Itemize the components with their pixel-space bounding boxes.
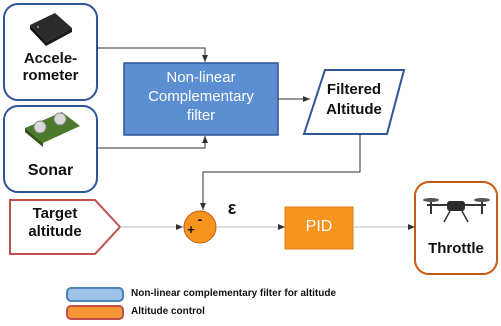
- sonar-label: Sonar: [27, 162, 74, 179]
- pid-node: [284, 206, 354, 250]
- sonar-board-icon: [25, 112, 80, 147]
- sonar-to-filter-arrow: [97, 136, 208, 149]
- accelerometer-chip-icon: [30, 13, 72, 46]
- feedback-arrow: [200, 134, 361, 210]
- accelerometer-node: [3, 3, 98, 101]
- throttle-label: Throttle: [428, 240, 484, 257]
- sonar-node: [3, 105, 98, 193]
- target-altitude-label: Target altitude: [28, 205, 82, 240]
- drone-icon: [423, 198, 490, 223]
- legend-label-altitude: Altitude control: [131, 306, 205, 317]
- accel-to-filter-arrow: [97, 47, 208, 62]
- filtered-altitude-node: [302, 69, 406, 135]
- sum-minus-sign: -: [197, 211, 203, 227]
- complementary-filter-label: Non-linear Complementary filter: [148, 69, 254, 124]
- complementary-filter-node: [123, 62, 279, 136]
- accelerometer-label: Accele- rometer: [22, 50, 79, 85]
- legend-label-filter: Non-linear complementary filter for alti…: [131, 288, 337, 299]
- sum-plus-sign: +: [187, 222, 195, 237]
- throttle-node: [414, 181, 498, 275]
- error-symbol: ε: [227, 198, 237, 218]
- legend-swatch-filter: [66, 287, 124, 302]
- pid-label: PID: [305, 218, 333, 235]
- target-altitude-node: [9, 199, 122, 255]
- legend-swatch-altitude: [66, 305, 124, 320]
- filtered-altitude-label: Filtered Altitude: [326, 81, 382, 118]
